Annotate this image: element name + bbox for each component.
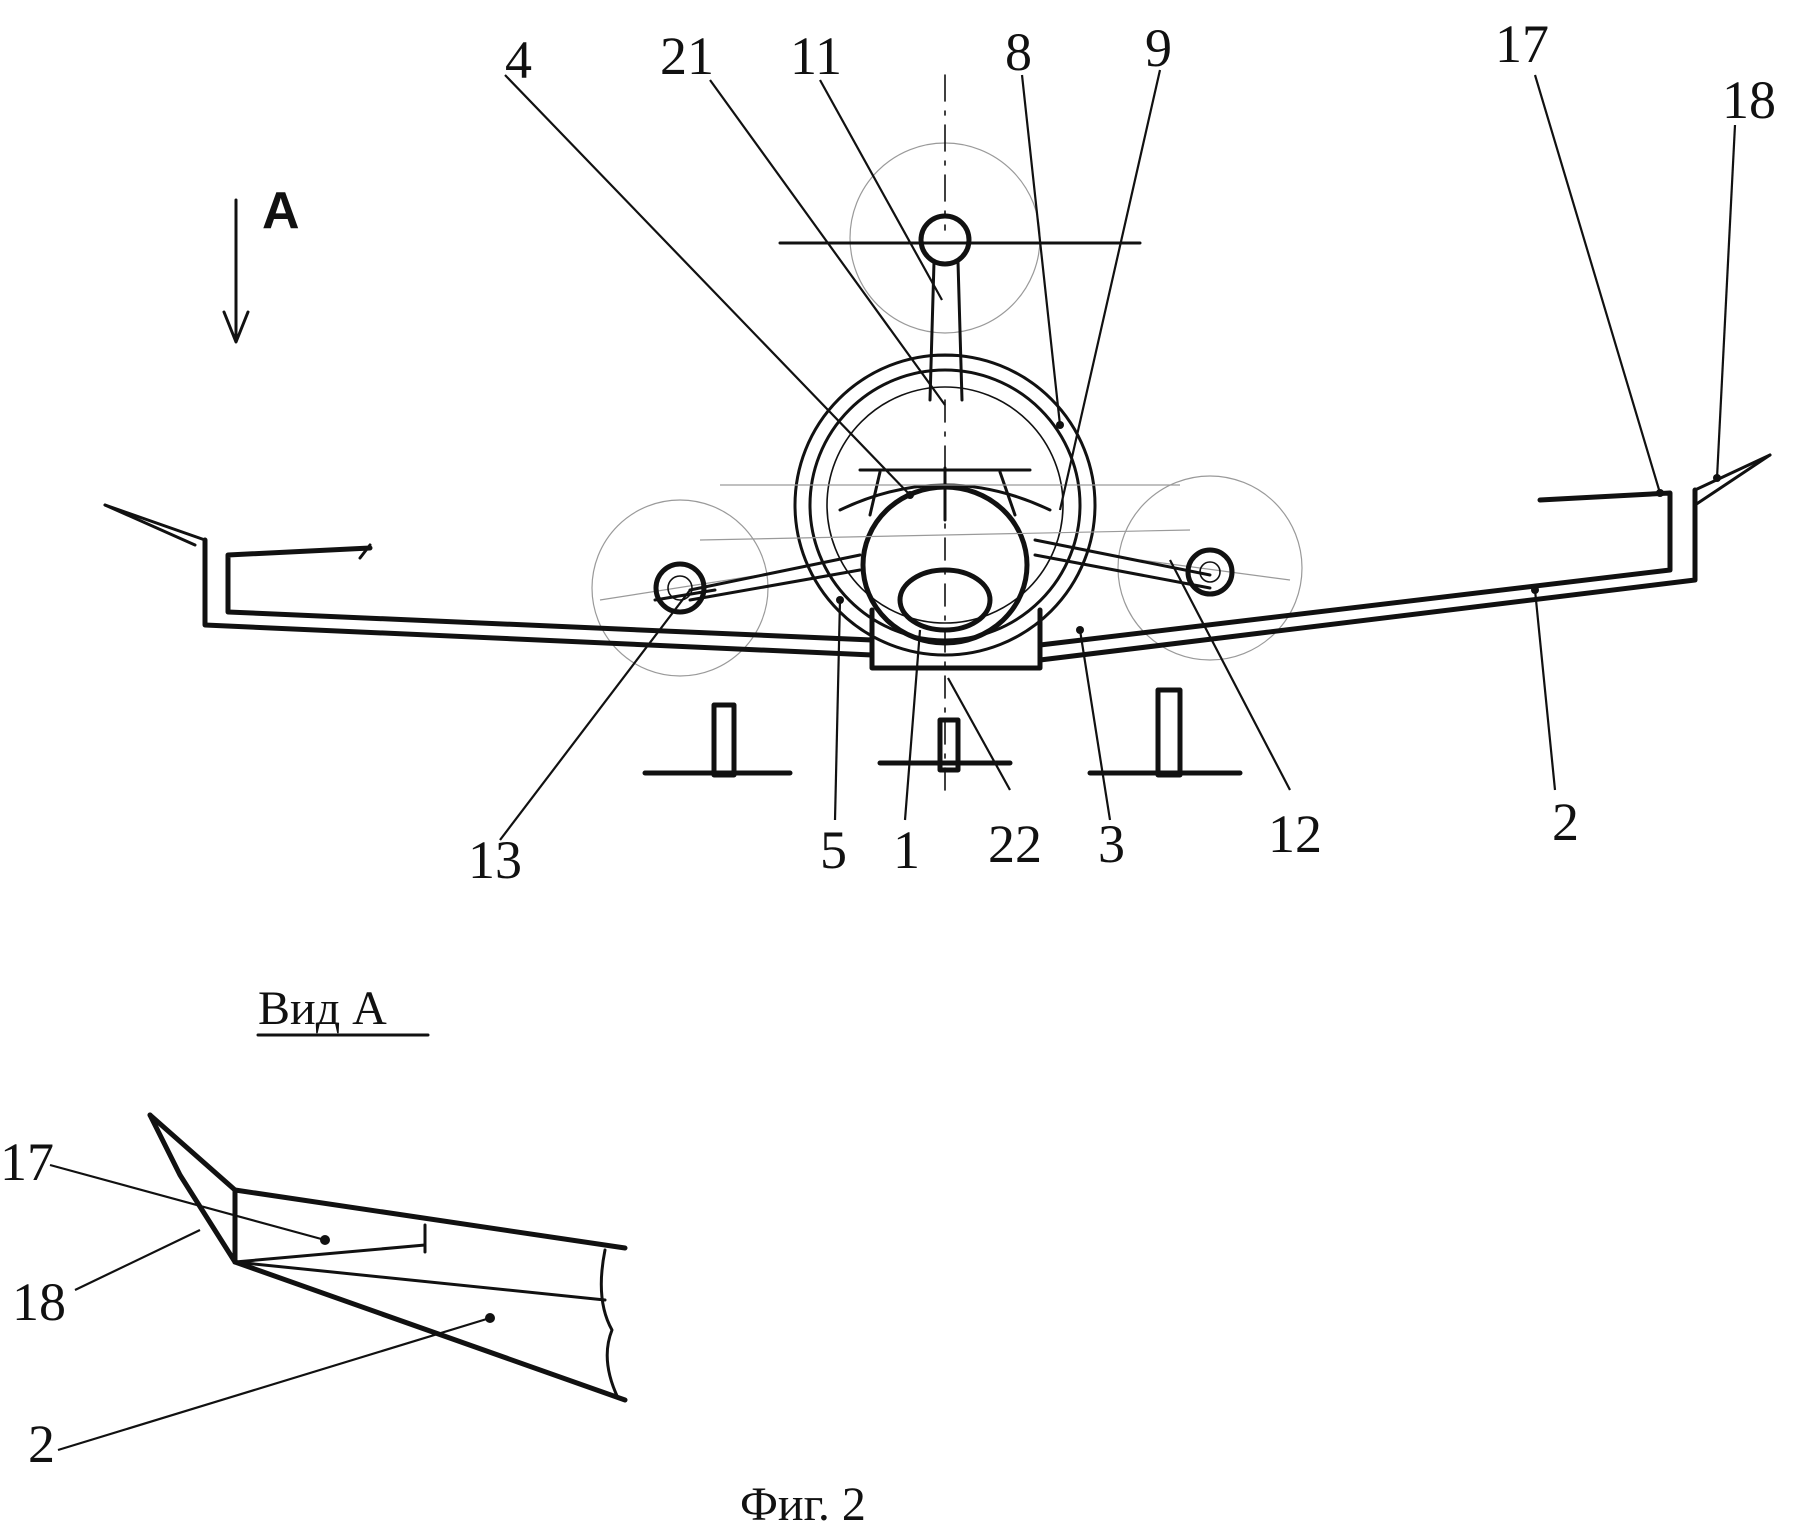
label-9: 9 [1145, 18, 1172, 78]
engine-right [1087, 547, 1243, 778]
view-arrow-a [222, 198, 250, 344]
label-11: 11 [790, 26, 842, 86]
fuselage [699, 353, 1191, 796]
label-13: 13 [468, 830, 522, 890]
figure-caption: Фиг. 2 [740, 1478, 866, 1531]
detail-view-a [49, 1112, 628, 1452]
label-8: 8 [1005, 22, 1032, 82]
label-22: 22 [988, 814, 1042, 874]
label-5: 5 [820, 820, 847, 880]
label-18: 18 [1722, 70, 1776, 130]
detail-label-17: 17 [0, 1132, 54, 1192]
detail-label-2: 2 [28, 1414, 55, 1474]
view-caption: Вид А [258, 982, 387, 1035]
view-marker-label: A [262, 182, 300, 240]
tail-fin [778, 74, 1142, 402]
label-3: 3 [1098, 814, 1125, 874]
wing-left [103, 503, 875, 658]
label-4: 4 [505, 30, 532, 90]
detail-label-18: 18 [12, 1272, 66, 1332]
label-1: 1 [893, 820, 920, 880]
label-21: 21 [660, 26, 714, 86]
label-12: 12 [1268, 804, 1322, 864]
leader-lines-main [499, 69, 1737, 841]
wing-right [1033, 453, 1772, 663]
label-17: 17 [1495, 14, 1549, 74]
propeller-discs [591, 142, 1303, 677]
label-2: 2 [1552, 792, 1579, 852]
